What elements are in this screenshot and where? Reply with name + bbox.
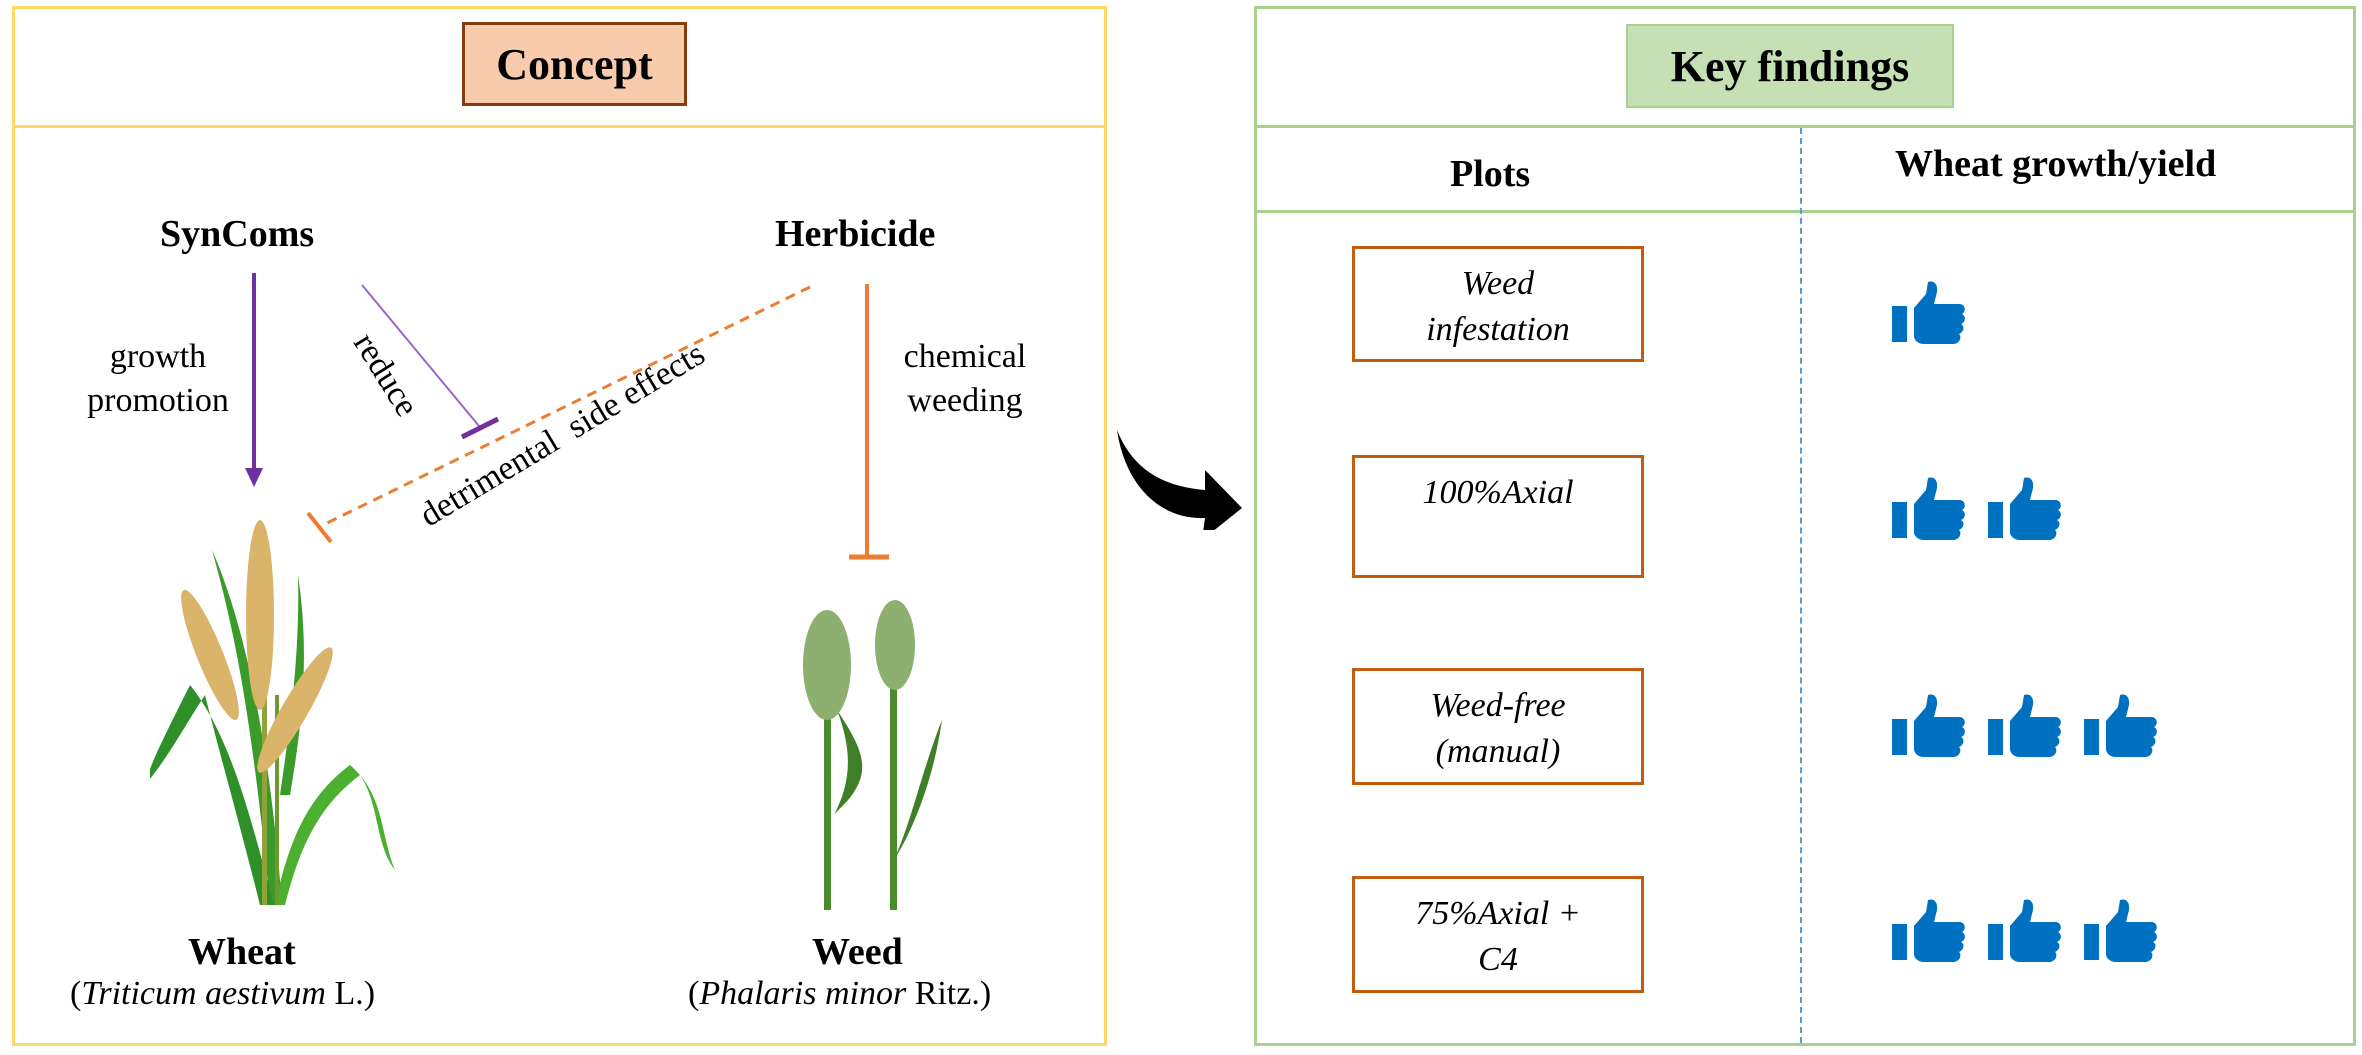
column-header-plots: Plots <box>1450 153 1531 195</box>
thumbs-up-icon <box>1892 477 1965 540</box>
findings-header-divider <box>1257 125 2353 128</box>
weed-plant-image <box>803 600 942 910</box>
chemical-weeding-label: chemical weeding <box>903 338 1027 419</box>
growth-promotion-arrow <box>245 273 263 487</box>
thumbs-up-icon <box>1892 281 1965 344</box>
growth-promotion-label: growth promotion <box>87 338 229 419</box>
side-effects-inhibition-line <box>306 285 811 544</box>
rating-weed-free-manual <box>1890 693 2158 759</box>
thumbs-up-icon <box>1988 694 2061 757</box>
column-header-wheat-growth-yield: Wheat growth/yield <box>1895 143 2217 185</box>
wheat-name: Wheat <box>188 931 296 973</box>
wheat-scientific-name: (Triticum aestivum L.) <box>70 975 376 1012</box>
plot-box-100-axial: 100%Axial <box>1352 455 1644 578</box>
rating-100-axial <box>1890 476 2062 542</box>
chemical-weeding-inhibition-line <box>849 284 889 560</box>
thumbs-up-icon <box>1892 899 1965 962</box>
weed-scientific-name: (Phalaris minor Ritz.) <box>688 975 992 1012</box>
findings-title: Key findings <box>1626 24 1954 108</box>
syncoms-label: SynComs <box>160 213 315 255</box>
concept-panel <box>12 6 1107 1046</box>
weed-name: Weed <box>812 931 903 973</box>
rating-weed-infestation <box>1890 280 1966 346</box>
plot-box-75-axial-c4: 75%Axial + C4 <box>1352 876 1644 993</box>
thumbs-up-icon <box>2084 899 2157 962</box>
wheat-plant-image <box>150 520 395 905</box>
plot-box-weed-free-manual: Weed-free (manual) <box>1352 668 1644 785</box>
findings-panel <box>1254 6 2356 1046</box>
concept-arrows <box>245 273 889 560</box>
column-header-divider <box>1257 210 2353 213</box>
thumbs-up-icon <box>1892 694 1965 757</box>
rating-75-axial-c4 <box>1890 898 2158 964</box>
reduce-inhibition-line <box>361 284 500 440</box>
column-divider <box>1800 128 1802 1043</box>
thumbs-up-icon <box>1988 477 2061 540</box>
thumbs-up-icon <box>1988 899 2061 962</box>
thumbs-up-icon <box>2084 694 2157 757</box>
concept-header-divider <box>15 125 1104 128</box>
plot-box-weed-infestation: Weed infestation <box>1352 246 1644 362</box>
concept-title: Concept <box>462 22 687 106</box>
herbicide-label: Herbicide <box>775 213 936 255</box>
curved-arrow-right-icon <box>1117 430 1242 530</box>
